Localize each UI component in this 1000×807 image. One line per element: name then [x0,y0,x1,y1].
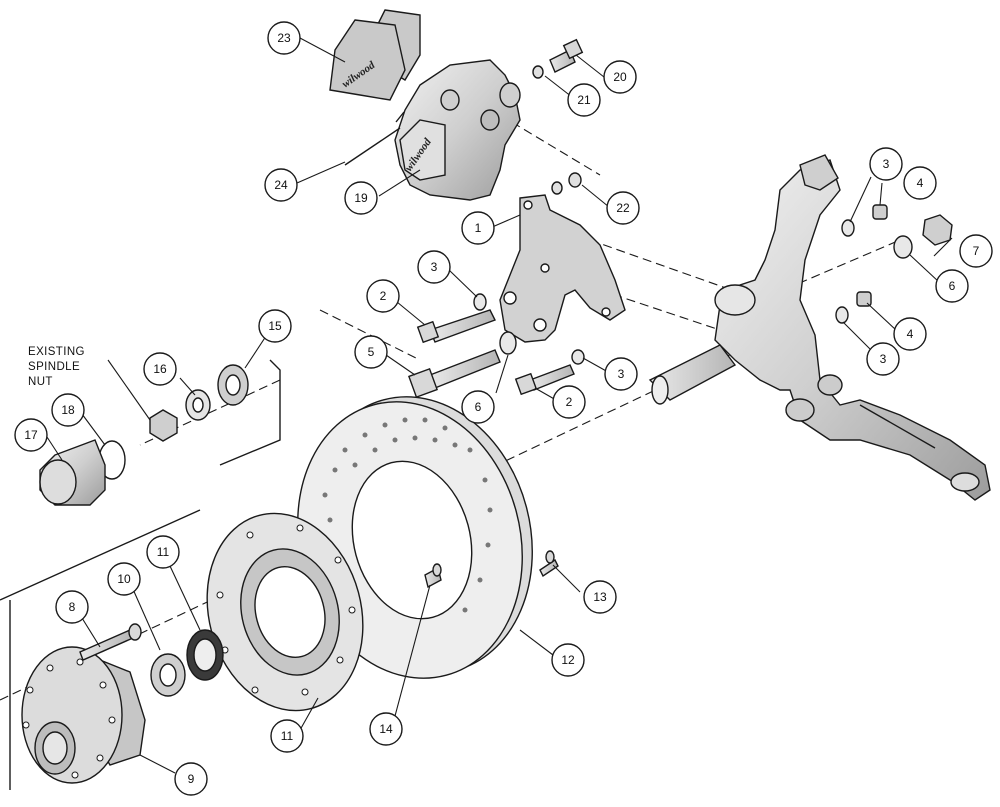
svg-text:22: 22 [616,201,630,215]
callout-7: 7 [959,234,993,268]
caliper-mounting-bracket [499,194,626,343]
svg-text:11: 11 [281,729,294,743]
callout-24: 23 [267,21,301,55]
callout-9: 9 [174,762,208,796]
pad-retaining-pin [344,111,405,166]
existing-spindle-nut-note: EXISTING SPINDLE NUT [28,346,85,388]
callout-19: 18 [51,393,85,427]
callout-2b: 2 [552,385,586,419]
nut-7 [922,214,953,246]
brake-pads: wilwood [329,9,421,101]
adapter-bolt-holes [216,524,356,696]
callout-20: 19 [344,181,378,215]
svg-text:2: 2 [566,395,573,409]
callout-4b: 4 [893,317,927,351]
callout-2a: 2 [366,279,400,313]
callout-14: 13 [583,580,617,614]
svg-text:15: 15 [268,319,282,333]
svg-text:18: 18 [61,403,75,417]
callout-6a: 6 [461,390,495,424]
washers-23 [551,172,582,195]
shims-6 [499,235,913,355]
svg-text:24: 24 [274,178,288,192]
svg-text:4: 4 [917,176,924,190]
svg-text:1: 1 [475,221,482,235]
svg-text:3: 3 [618,367,625,381]
grease-seal-11 [186,629,224,681]
rotor-drill-holes [322,417,493,613]
callout-11: 11 [146,535,180,569]
washer-17 [185,389,211,421]
svg-text:20: 20 [613,70,627,84]
bolt-5 [408,349,501,398]
hub-bolt-holes [22,658,116,779]
bolt-2-lower [514,364,575,396]
svg-text:5: 5 [368,345,375,359]
callout-21: 20 [603,60,637,94]
svg-text:6: 6 [949,279,956,293]
svg-text:11: 11 [157,545,170,559]
hub-stud-8 [79,623,142,661]
leader-lines [46,37,953,774]
callout-4a: 4 [903,166,937,200]
callout-3b: 3 [604,357,638,391]
svg-text:10: 10 [117,572,131,586]
washer-22 [532,65,544,79]
svg-text:14: 14 [379,722,393,736]
wheel-stud-15 [424,563,442,589]
callout-1: 1 [461,211,495,245]
note-line-3: NUT [28,376,53,388]
bolt-2-upper [416,309,496,344]
callout-23: 22 [606,191,640,225]
outer-bearing-16 [217,364,249,406]
svg-text:23: 23 [277,31,291,45]
nuts-4 [856,204,888,307]
callout-16: 15 [258,309,292,343]
callout-3d: 3 [866,342,900,376]
hub-group-bracket [0,359,281,790]
caliper: wilwood [394,59,521,201]
svg-text:3: 3 [431,260,438,274]
callout-3c: 3 [869,147,903,181]
svg-text:6: 6 [475,400,482,414]
callout-18: 17 [14,418,48,452]
callout-25: 24 [264,168,298,202]
svg-text:3: 3 [880,352,887,366]
dust-cap-18 [39,439,106,506]
callout-12: 11 [270,719,304,753]
svg-text:9: 9 [188,772,195,786]
svg-text:8: 8 [69,600,76,614]
callout-6b: 6 [935,269,969,303]
svg-text:17: 17 [24,428,38,442]
note-line-1: EXISTING [28,346,85,358]
callouts: 23 20 21 24 19 22 1 3 2 5 6 2 3 3 4 7 6 … [14,21,993,796]
svg-text:19: 19 [354,191,368,205]
rotor-hat-adapter [206,512,364,712]
svg-text:7: 7 [973,244,980,258]
hub [21,646,146,784]
washers-3 [473,219,855,365]
callout-22: 21 [567,83,601,117]
callout-13: 12 [551,643,585,677]
svg-text:3: 3 [883,157,890,171]
callout-17: 16 [143,352,177,386]
spindle [648,154,991,501]
svg-text:21: 21 [577,93,591,107]
svg-text:13: 13 [593,590,607,604]
svg-text:4: 4 [907,327,914,341]
note-line-2: SPINDLE [28,361,80,373]
rotor-bolt-14 [539,550,559,578]
spindle-nut [149,409,178,442]
callout-8: 8 [55,590,89,624]
callout-10: 10 [107,562,141,596]
callout-5: 5 [354,335,388,369]
inner-bearing-10 [150,653,186,697]
svg-text:2: 2 [380,289,387,303]
callout-15: 14 [369,712,403,746]
callout-3a: 3 [417,250,451,284]
bolt-21 [549,38,584,73]
svg-text:12: 12 [561,653,575,667]
svg-text:16: 16 [153,362,167,376]
